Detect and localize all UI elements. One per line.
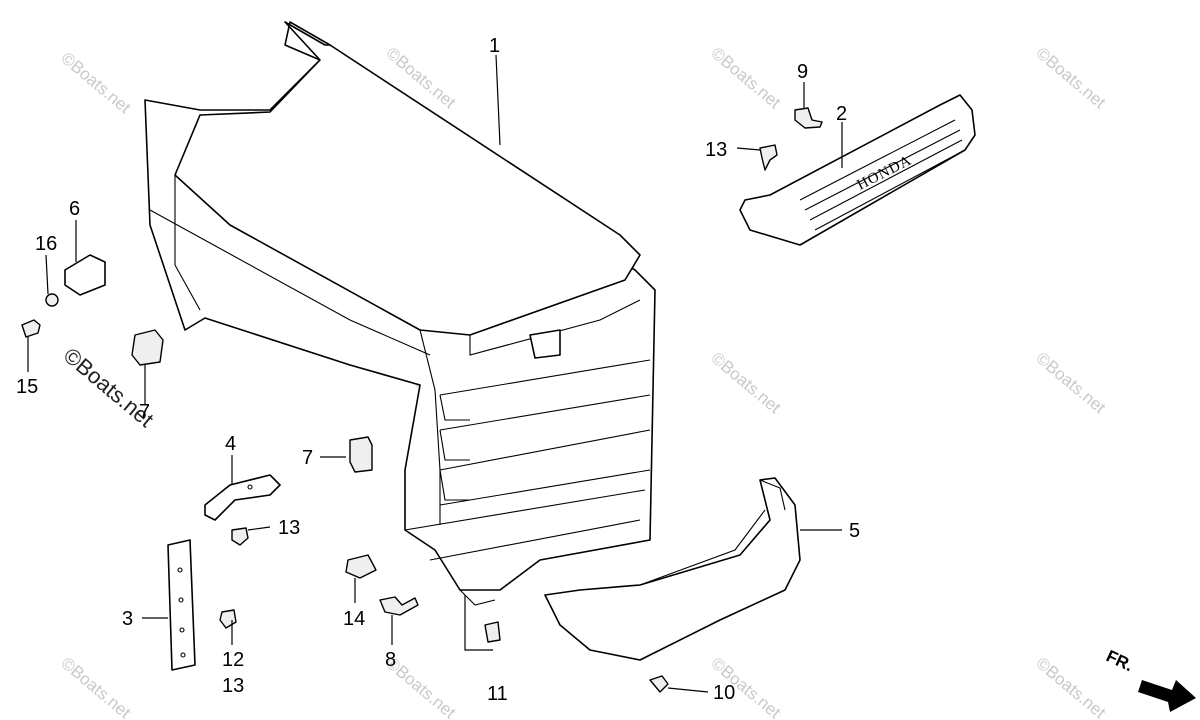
callout-12: 12 xyxy=(222,649,244,671)
part-8-bolt[interactable] xyxy=(379,596,419,616)
callout-10: 10 xyxy=(713,682,735,704)
part-2-emblem-panel[interactable]: HONDA xyxy=(739,94,976,246)
callout-13-emblem: 13 xyxy=(705,139,727,161)
part-16-washer[interactable] xyxy=(45,293,59,307)
part-1-hood[interactable] xyxy=(144,21,656,606)
callout-11: 11 xyxy=(487,683,508,705)
part-7-cushion-upper[interactable] xyxy=(131,329,164,366)
callout-7-lower: 7 xyxy=(302,447,313,469)
part-10-screw[interactable] xyxy=(649,675,669,693)
callout-7-upper: 7 xyxy=(139,401,150,423)
part-6-hinge[interactable] xyxy=(64,254,106,296)
part-3-plate[interactable] xyxy=(167,539,196,671)
part-13-clip-mid[interactable] xyxy=(231,527,249,546)
part-12-screw[interactable] xyxy=(219,609,237,629)
callout-6: 6 xyxy=(69,198,80,220)
callout-16: 16 xyxy=(35,233,57,255)
part-14-clip[interactable] xyxy=(345,554,377,579)
front-direction-label: FR. xyxy=(1103,646,1136,675)
watermark-text: ©Boats.net xyxy=(1032,44,1109,113)
part-13-clip-top[interactable] xyxy=(759,144,778,171)
callout-labels: 1 2 3 4 5 6 7 7 8 9 10 11 12 13 13 13 14… xyxy=(16,35,860,705)
callout-2: 2 xyxy=(836,103,847,125)
front-arrow-icon xyxy=(1138,680,1196,712)
watermark-text: ©Boats.net xyxy=(1032,349,1109,418)
part-15-bolt[interactable] xyxy=(21,319,41,338)
part-9-bolt[interactable] xyxy=(794,107,823,129)
watermark-text: ©Boats.net xyxy=(707,349,784,418)
callout-15: 15 xyxy=(16,376,38,398)
leader-lines xyxy=(27,54,843,693)
callout-9: 9 xyxy=(797,61,808,83)
part-4-bracket[interactable] xyxy=(204,474,281,521)
part-7-cushion-lower[interactable] xyxy=(349,436,373,473)
callout-8: 8 xyxy=(385,649,396,671)
watermark-text: ©Boats.net xyxy=(1032,654,1109,720)
callout-5: 5 xyxy=(849,520,860,542)
callout-13-bracket: 13 xyxy=(278,517,300,539)
watermark-text: ©Boats.net xyxy=(57,49,134,118)
part-5-bumper[interactable] xyxy=(544,477,801,661)
fasteners[interactable] xyxy=(21,107,823,693)
callout-4: 4 xyxy=(225,433,236,455)
watermark-text: ©Boats.net xyxy=(707,44,784,113)
callout-3: 3 xyxy=(122,608,133,630)
part-11-nut[interactable] xyxy=(484,621,501,643)
callout-14: 14 xyxy=(343,608,365,630)
callout-13-plate: 13 xyxy=(222,675,244,697)
front-direction-indicator: FR. xyxy=(1103,646,1196,712)
callout-1: 1 xyxy=(489,35,500,57)
watermark-text: ©Boats.net xyxy=(57,654,134,720)
